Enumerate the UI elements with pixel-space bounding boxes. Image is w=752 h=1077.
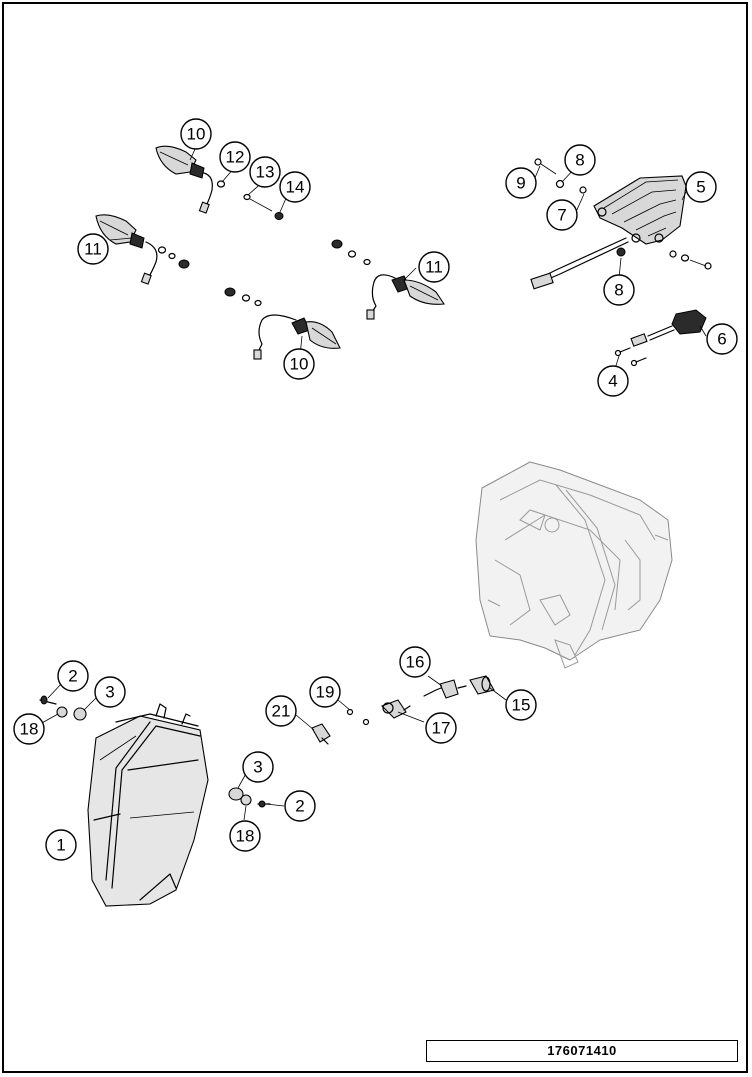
callout-7: 7 <box>546 199 578 231</box>
callout-12: 12 <box>219 141 251 173</box>
svg-text:10: 10 <box>187 125 206 144</box>
svg-text:2: 2 <box>295 797 304 816</box>
callout-11-left: 11 <box>77 233 109 265</box>
turn-signal-front-right <box>95 214 190 285</box>
callout-8-top: 8 <box>564 144 596 176</box>
svg-text:2: 2 <box>68 667 77 686</box>
callout-2-right: 2 <box>284 790 316 822</box>
license-plate-lamp <box>614 309 707 367</box>
svg-text:11: 11 <box>425 258 443 277</box>
callout-14: 14 <box>279 171 311 203</box>
callout-18-right: 18 <box>229 820 261 852</box>
callout-15: 15 <box>505 689 537 721</box>
callout-21: 21 <box>265 695 297 727</box>
turn-signal-front-left <box>155 145 284 220</box>
headlight-fasteners-right <box>228 787 271 808</box>
svg-text:3: 3 <box>105 683 114 702</box>
turn-signal-rear-right <box>331 239 445 320</box>
callout-17: 17 <box>425 712 457 744</box>
callout-3-left: 3 <box>94 676 126 708</box>
svg-text:8: 8 <box>575 151 584 170</box>
turn-signal-rear-left <box>224 287 341 360</box>
drawing-number-box: 176071410 <box>426 1040 738 1062</box>
svg-text:16: 16 <box>406 653 425 672</box>
svg-text:8: 8 <box>614 281 623 300</box>
bulb-parts <box>311 675 495 745</box>
callout-16: 16 <box>399 646 431 678</box>
callout-9: 9 <box>505 167 537 199</box>
callout-5: 5 <box>685 171 717 203</box>
svg-text:15: 15 <box>512 696 531 715</box>
callout-19: 19 <box>309 676 341 708</box>
svg-text:1: 1 <box>56 836 65 855</box>
svg-text:18: 18 <box>20 720 39 739</box>
svg-text:13: 13 <box>256 163 275 182</box>
callout-8-bottom: 8 <box>603 274 635 306</box>
svg-text:11: 11 <box>84 240 102 259</box>
svg-text:3: 3 <box>253 758 262 777</box>
callout-10-bottom: 10 <box>283 348 315 380</box>
callout-13: 13 <box>249 156 281 188</box>
svg-text:6: 6 <box>717 330 726 349</box>
headlight-bracket-ghost <box>475 461 673 669</box>
svg-text:9: 9 <box>516 174 525 193</box>
callout-11-right: 11 <box>418 251 450 283</box>
callout-18-left: 18 <box>13 713 45 745</box>
headlight-unit <box>87 703 209 907</box>
callout-4: 4 <box>597 365 629 397</box>
svg-text:14: 14 <box>286 178 305 197</box>
svg-text:10: 10 <box>290 355 309 374</box>
svg-text:4: 4 <box>608 372 617 391</box>
svg-text:21: 21 <box>272 702 291 721</box>
callout-10-top: 10 <box>180 118 212 150</box>
callout-2-left: 2 <box>57 660 89 692</box>
svg-text:19: 19 <box>316 683 335 702</box>
callout-3-right: 3 <box>242 751 274 783</box>
svg-text:17: 17 <box>432 719 451 738</box>
headlight-fasteners-left <box>39 695 87 721</box>
svg-text:5: 5 <box>696 178 705 197</box>
callout-6: 6 <box>706 323 738 355</box>
callout-1: 1 <box>45 829 77 861</box>
tail-light-assembly <box>530 158 712 290</box>
svg-text:18: 18 <box>236 827 255 846</box>
svg-text:7: 7 <box>557 206 566 225</box>
svg-text:12: 12 <box>226 148 245 167</box>
